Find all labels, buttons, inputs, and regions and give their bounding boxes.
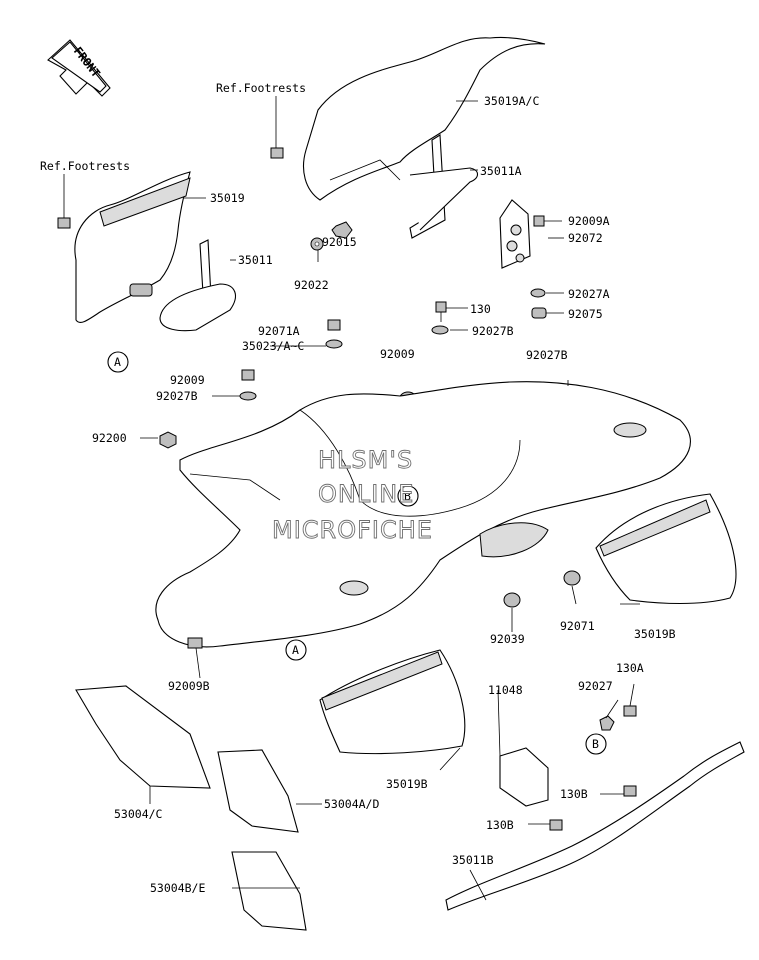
callout-92027b-3: 92027B	[156, 389, 198, 403]
decal-53004a-d	[217, 749, 299, 833]
front-arrow-icon: FRONT	[47, 39, 111, 97]
part-35011	[129, 239, 236, 332]
callout-92039: 92039	[490, 632, 525, 646]
ref-marker-label: MICROFICHE	[272, 516, 433, 544]
decal-53004-c	[75, 685, 211, 789]
bolt-ref-top	[270, 147, 284, 159]
washer-92027b-mid	[325, 339, 343, 349]
callout-92072: 92072	[568, 231, 603, 245]
bolt-92009a	[533, 215, 562, 227]
part-11048	[499, 747, 549, 807]
callout-130b-right: 130B	[560, 787, 588, 801]
bolt-130	[435, 301, 447, 322]
ref-marker-a-2: A	[285, 639, 307, 661]
callout-92009a: 92009A	[568, 214, 610, 228]
callout-92027b-1: 92027B	[472, 324, 514, 338]
washer-92027a	[530, 288, 546, 298]
bolt-130a	[623, 705, 637, 717]
callout-92071a: 92009	[380, 347, 415, 361]
part-92072	[499, 199, 531, 269]
ref-marker-label: B	[592, 737, 599, 751]
washer-92027b-upper	[431, 325, 449, 335]
callout-130a: 130A	[616, 661, 644, 675]
callout-35023: 92027B	[526, 348, 568, 362]
callout-53004b-e: 53004B/E	[150, 881, 205, 895]
part-35019b-right	[595, 493, 737, 605]
callout-92027a: 92027A	[568, 287, 610, 301]
part-35019	[74, 171, 191, 323]
callout-35019b-right: 35019B	[634, 627, 676, 641]
callout-92022: 92022	[294, 278, 329, 292]
grommet-92075	[531, 307, 547, 319]
part-35019b-lower	[319, 649, 466, 755]
part-35011a	[409, 134, 479, 239]
leader-lines	[63, 96, 640, 901]
nut-92015	[331, 221, 353, 239]
callout-92075: 92075	[568, 307, 603, 321]
callout-35011b: 35011B	[452, 853, 494, 867]
callout-130b-left: 130B	[486, 818, 514, 832]
bolt-92009-lower	[241, 369, 255, 381]
bolt-92009b	[187, 637, 203, 649]
callout-53004-c: 53004/C	[114, 807, 163, 821]
part-35019a-c	[302, 36, 546, 201]
callout-92071: 92071	[560, 619, 595, 633]
callout-92009-2: 92009	[170, 373, 205, 387]
callout-92009b: 92009B	[168, 679, 210, 693]
washer-92022	[310, 237, 324, 251]
grommet-92071	[563, 570, 581, 586]
ref-label-top: Ref.Footrests	[216, 81, 306, 95]
bolt-130b-left	[549, 819, 563, 831]
ref-marker-a-1: A	[107, 351, 129, 373]
callout-35019a-c: 35019A/C	[484, 94, 539, 108]
callout-92015: 92015	[322, 235, 357, 249]
ref-marker-label: A	[292, 643, 299, 657]
callout-35011: 35011	[238, 253, 273, 267]
bolt-92009-upper	[327, 319, 341, 331]
callout-35019: 35019	[210, 191, 245, 205]
ref-marker-b-2: B	[585, 733, 607, 755]
callout-53004a-d: 53004A/D	[324, 797, 379, 811]
bolt-ref-left	[57, 217, 71, 229]
callout-92009-1: 92071A	[258, 324, 300, 338]
nut-92027	[599, 715, 615, 731]
ref-label-left: Ref.Footrests	[40, 159, 130, 173]
ref-marker-b-1: B	[397, 485, 419, 507]
ref-marker-label: B	[404, 489, 411, 503]
part-35023	[155, 381, 691, 648]
callout-35011a: 35011A	[480, 164, 522, 178]
callout-35019b-lower: 35019B	[386, 777, 428, 791]
bolt-130b-right	[623, 785, 637, 797]
callout-130: 130	[470, 302, 491, 316]
callout-92027b-2: 35023/A~C	[242, 339, 304, 353]
part-35011b	[445, 741, 745, 911]
callout-92200: 92200	[92, 431, 127, 445]
washer-92027b-lower	[239, 391, 257, 401]
clip-92039	[503, 592, 521, 608]
callout-11048: 11048	[488, 683, 523, 697]
watermark: HLSM'S ONLINE MICROFICHE	[272, 446, 433, 545]
ref-marker-label: HLSM'S	[318, 446, 413, 474]
decal-53004b-e	[231, 851, 307, 931]
ref-marker-label: A	[114, 355, 121, 369]
nut-92200	[159, 431, 177, 449]
callout-92027: 92027	[578, 679, 613, 693]
ref-marker-label: ONLINE	[318, 480, 414, 508]
